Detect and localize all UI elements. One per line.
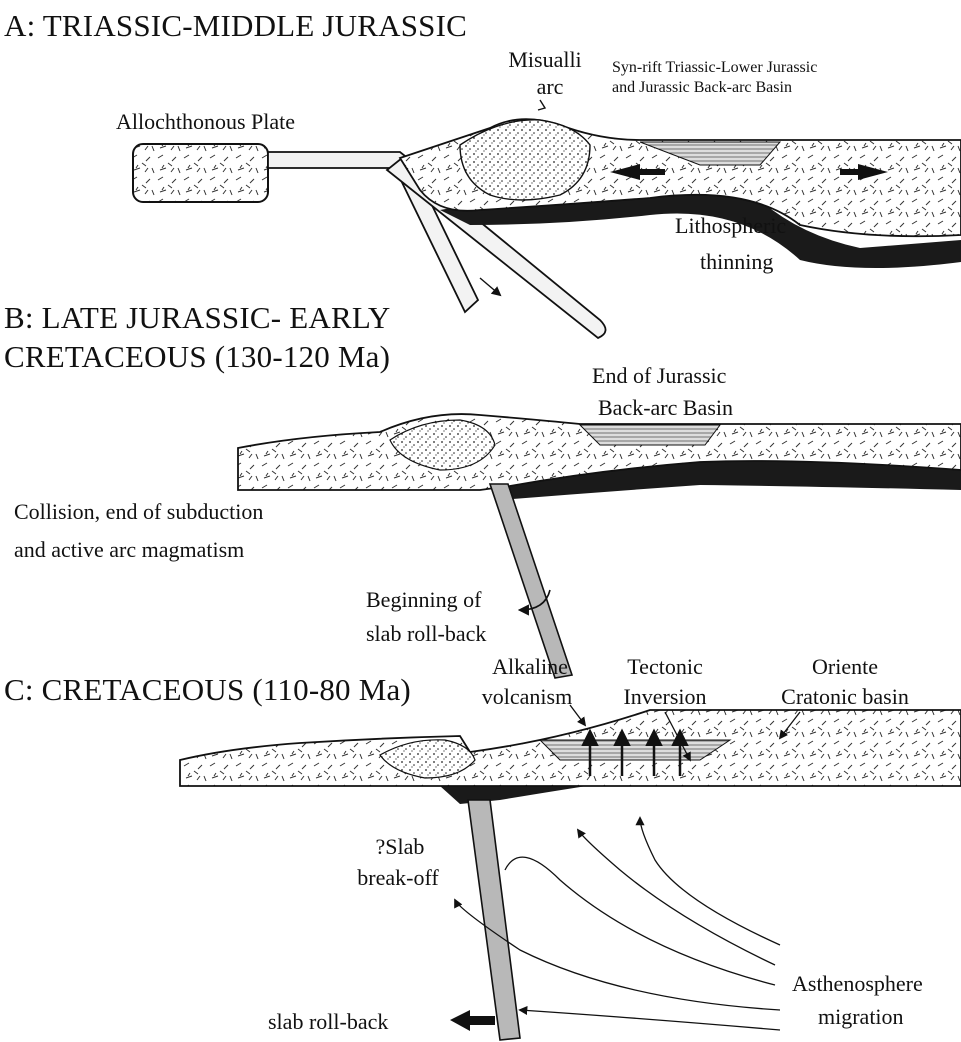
misualli-label-1: Misualli	[505, 48, 585, 71]
beginning-label-2: slab roll-back	[366, 622, 486, 645]
misualli-label-2: arc	[520, 75, 580, 98]
cratonic-basin-fill-c	[540, 740, 730, 760]
slab-b	[490, 484, 572, 678]
collision-label-1: Collision, end of subduction	[14, 500, 263, 523]
oriente-label-2: Cratonic basin	[760, 685, 930, 708]
panel-b-title-1: B: LATE JURASSIC- EARLY	[4, 302, 390, 335]
oriente-label-1: Oriente	[770, 655, 920, 678]
asthenosphere-label-1: Asthenosphere	[792, 972, 923, 995]
synrift-label-2: and Jurassic Back-arc Basin	[612, 80, 792, 97]
slab-breakoff-label-2: break-off	[338, 866, 458, 889]
alkaline-label-1: Alkaline	[470, 655, 590, 678]
synrift-label-1: Syn-rift Triassic-Lower Jurassic	[612, 60, 817, 77]
allochthonous-label: Allochthonous Plate	[116, 110, 295, 133]
slab-c	[468, 800, 520, 1040]
slab-breakoff-label-1: ?Slab	[350, 835, 450, 858]
allochthonous-plate-block	[133, 144, 268, 202]
panel-c-title: C: CRETACEOUS (110-80 Ma)	[4, 674, 411, 707]
asthenosphere-label-2: migration	[818, 1005, 904, 1028]
panel-b-title-2: CRETACEOUS (130-120 Ma)	[4, 341, 390, 374]
beginning-label-1: Beginning of	[366, 588, 482, 611]
slab-motion-arrow-a	[480, 278, 500, 295]
astheno-flow-4	[640, 818, 780, 945]
rollback-arrow-c	[450, 1010, 495, 1031]
alkaline-label-2: volcanism	[462, 685, 592, 708]
litho-label-2: thinning	[700, 250, 773, 273]
end-backarc-label-2: Back-arc Basin	[598, 396, 733, 419]
tectonic-label-1: Tectonic	[605, 655, 725, 678]
tectonic-label-2: Inversion	[605, 685, 725, 708]
litho-label-1: Lithospheric	[675, 214, 786, 237]
misualli-pointer	[538, 100, 545, 110]
astheno-flow-3	[578, 830, 775, 965]
astheno-flow-5	[520, 1010, 780, 1030]
panel-b-drawing	[238, 414, 961, 678]
astheno-flow-2	[505, 857, 775, 985]
slab-rollback-label: slab roll-back	[268, 1010, 388, 1033]
end-backarc-label-1: End of Jurassic	[592, 364, 726, 387]
collision-label-2: and active arc magmatism	[14, 538, 244, 561]
back-arc-basin-fill-b	[580, 425, 720, 445]
panel-a-title: A: TRIASSIC-MIDDLE JURASSIC	[4, 10, 467, 43]
